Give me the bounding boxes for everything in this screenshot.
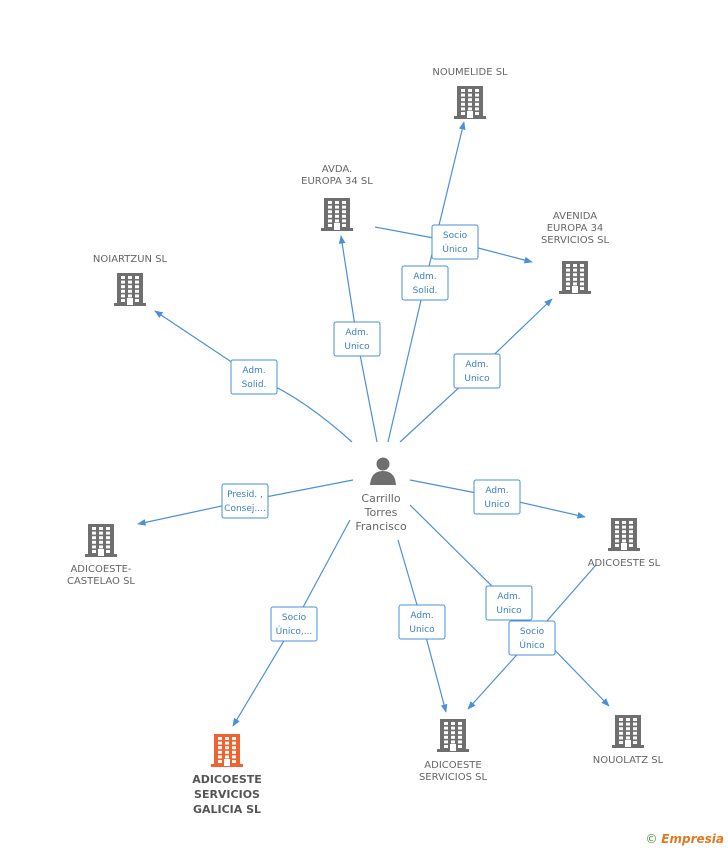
company-label[interactable]: NOIARTZUN SL [93,254,168,265]
company-label[interactable]: AVDA.EUROPA 34 SL [301,164,373,187]
company-building-icon[interactable] [114,273,146,306]
relation-badge[interactable]: Presid. ,Consej.... [221,483,269,519]
relation-badge[interactable]: Adm.Unico [453,353,501,389]
company-building-icon[interactable] [437,719,469,752]
company-label[interactable]: NOUOLATZ SL [593,755,664,766]
person-icon[interactable] [370,457,396,486]
relation-label: Adm.Unico [409,611,435,635]
company-building-icon[interactable] [612,715,644,748]
company-label[interactable]: ADICOESTE SL [588,558,661,569]
relation-label: Adm.Unico [464,360,490,384]
relation-badge[interactable]: Adm.Unico [333,321,381,357]
relation-label: Adm.Solid. [242,366,267,390]
brand-footer: © Empresia [645,832,724,846]
company-building-icon[interactable] [454,86,486,119]
company-label[interactable]: NOUMELIDE SL [432,67,508,78]
brand-name[interactable]: Empresia [661,832,724,846]
relation-badge[interactable]: Adm.Unico [398,604,446,640]
company-building-icon[interactable] [85,524,117,557]
company-building-icon[interactable] [559,261,591,294]
company-building-icon[interactable] [321,198,353,231]
relation-badge[interactable]: Adm.Unico [485,585,533,621]
company-building-icon[interactable] [608,518,640,551]
relation-badge[interactable]: Adm.Solid. [230,359,278,395]
company-building-icon[interactable] [211,734,243,767]
relation-badge[interactable]: Adm.Unico [473,479,521,515]
relation-label: Adm.Unico [484,486,510,510]
relation-label: Adm.Unico [344,328,370,352]
relation-label: Adm.Solid. [413,272,438,296]
relation-label: Adm.Unico [496,592,522,616]
relation-label: Presid. ,Consej.... [224,490,266,514]
relation-badge[interactable]: Adm.Solid. [401,265,449,301]
company-label[interactable]: ADICOESTE-CASTELAO SL [67,564,135,587]
copyright-icon: © [645,832,658,846]
